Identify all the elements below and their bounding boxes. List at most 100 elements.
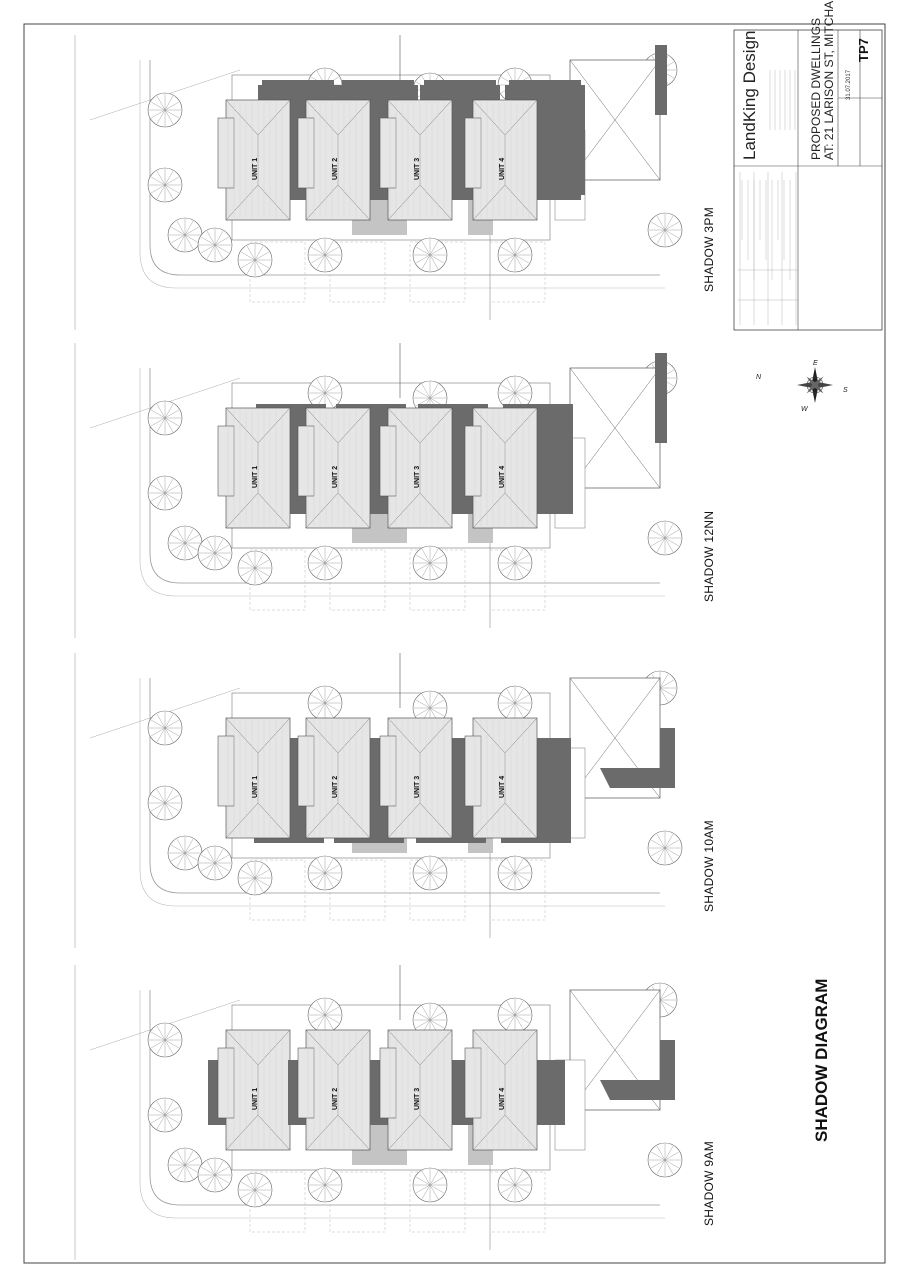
tree-branch (246, 246, 256, 261)
tree-branch (184, 1156, 199, 1166)
unit-label: UNIT 3 (414, 157, 421, 180)
tree-branch (176, 839, 186, 854)
tree-symbol (197, 1157, 233, 1193)
tree-symbol (197, 227, 233, 263)
tree-symbol (647, 520, 683, 556)
tree-branch (501, 554, 516, 564)
tree-branch (506, 254, 516, 269)
tree-branch (324, 1184, 339, 1194)
unit-wing (464, 1047, 482, 1119)
panel-label-3pm: SHADOW 3PM (702, 206, 716, 292)
tree-branch (514, 241, 524, 256)
tree-branch (429, 1176, 444, 1186)
tree-symbol (167, 1147, 203, 1183)
tree-branch (514, 1006, 529, 1016)
tree-branch (664, 537, 679, 547)
tree-branch (254, 559, 269, 569)
road-kerb-outer (139, 678, 665, 907)
tree-branch (659, 986, 669, 1001)
tree-branch (501, 872, 516, 882)
tree-branch (164, 109, 174, 124)
unit-wing (379, 1047, 397, 1119)
tree-branch (171, 844, 186, 854)
tree-branch (151, 101, 166, 111)
unit-label: UNIT 4 (499, 775, 506, 798)
tree-branch (421, 549, 431, 564)
tree-branch (164, 404, 174, 419)
tree-branch (664, 529, 679, 539)
tree-branch (241, 877, 256, 887)
tree-branch (506, 241, 516, 256)
tree-branch (501, 392, 516, 402)
tree-branch (506, 1184, 516, 1199)
tree-branch (651, 847, 666, 857)
unit-wing (464, 735, 482, 807)
tree-branch (429, 389, 444, 399)
unit-label: UNIT 1 (252, 157, 259, 180)
tree-branch (429, 872, 444, 882)
tree-branch (664, 1159, 679, 1169)
tree-branch (151, 417, 166, 427)
tree-branch (506, 702, 516, 717)
tree-branch (429, 246, 444, 256)
tree-branch (206, 244, 216, 259)
unit-wing (379, 735, 397, 807)
unit-wing (379, 117, 397, 189)
tree-branch (206, 1161, 216, 1176)
tree-branch (429, 562, 444, 572)
tree-branch (254, 1189, 264, 1204)
tree-branch (164, 1106, 179, 1116)
tree-symbol (412, 545, 448, 581)
tree-branch (246, 259, 256, 274)
tree-branch (324, 1014, 339, 1024)
tree-branch (664, 229, 674, 244)
unit-label: UNIT 3 (414, 465, 421, 488)
tree-branch (156, 404, 166, 419)
tree-branch (421, 859, 431, 874)
compass-ring (806, 376, 824, 394)
tree-branch (171, 234, 186, 244)
tree-branch (214, 244, 229, 254)
tree-branch (416, 1184, 431, 1194)
tree-branch (206, 862, 216, 877)
tree-branch (506, 689, 516, 704)
tree-branch (151, 184, 166, 194)
tree-branch (501, 864, 516, 874)
road-kerb (149, 678, 660, 894)
tree-branch (156, 1039, 166, 1054)
tree-branch (659, 687, 669, 702)
tree-branch (156, 492, 166, 507)
tree-branch (324, 702, 339, 712)
tree-branch (201, 854, 216, 864)
tree-symbol (412, 1167, 448, 1203)
site-plan-panel (74, 965, 683, 1260)
tree-branch (171, 542, 186, 552)
tree-branch (151, 794, 166, 804)
tree-branch (501, 1176, 516, 1186)
tree-branch (506, 859, 516, 874)
tree-branch (664, 839, 679, 849)
tree-branch (156, 184, 166, 199)
tree-branch (311, 1006, 326, 1016)
tree-branch (656, 847, 666, 862)
tree-branch (214, 849, 224, 864)
tree-branch (421, 694, 431, 709)
tree-branch (156, 1114, 166, 1129)
tree-symbol (497, 237, 533, 273)
unit-wing (297, 425, 315, 497)
tree-branch (254, 259, 269, 269)
tree-symbol (197, 535, 233, 571)
compass-point (812, 385, 818, 403)
tree-symbol (412, 855, 448, 891)
tree-branch (214, 1161, 224, 1176)
tree-branch (164, 479, 174, 494)
tree-branch (416, 872, 431, 882)
tree-branch (324, 694, 339, 704)
tree-symbol (147, 710, 183, 746)
tree-branch (514, 1176, 529, 1186)
road-kerb (149, 990, 660, 1206)
compass-point (812, 367, 818, 385)
tree-branch (421, 562, 431, 577)
tree-branch (316, 241, 326, 256)
tree-branch (184, 542, 199, 552)
